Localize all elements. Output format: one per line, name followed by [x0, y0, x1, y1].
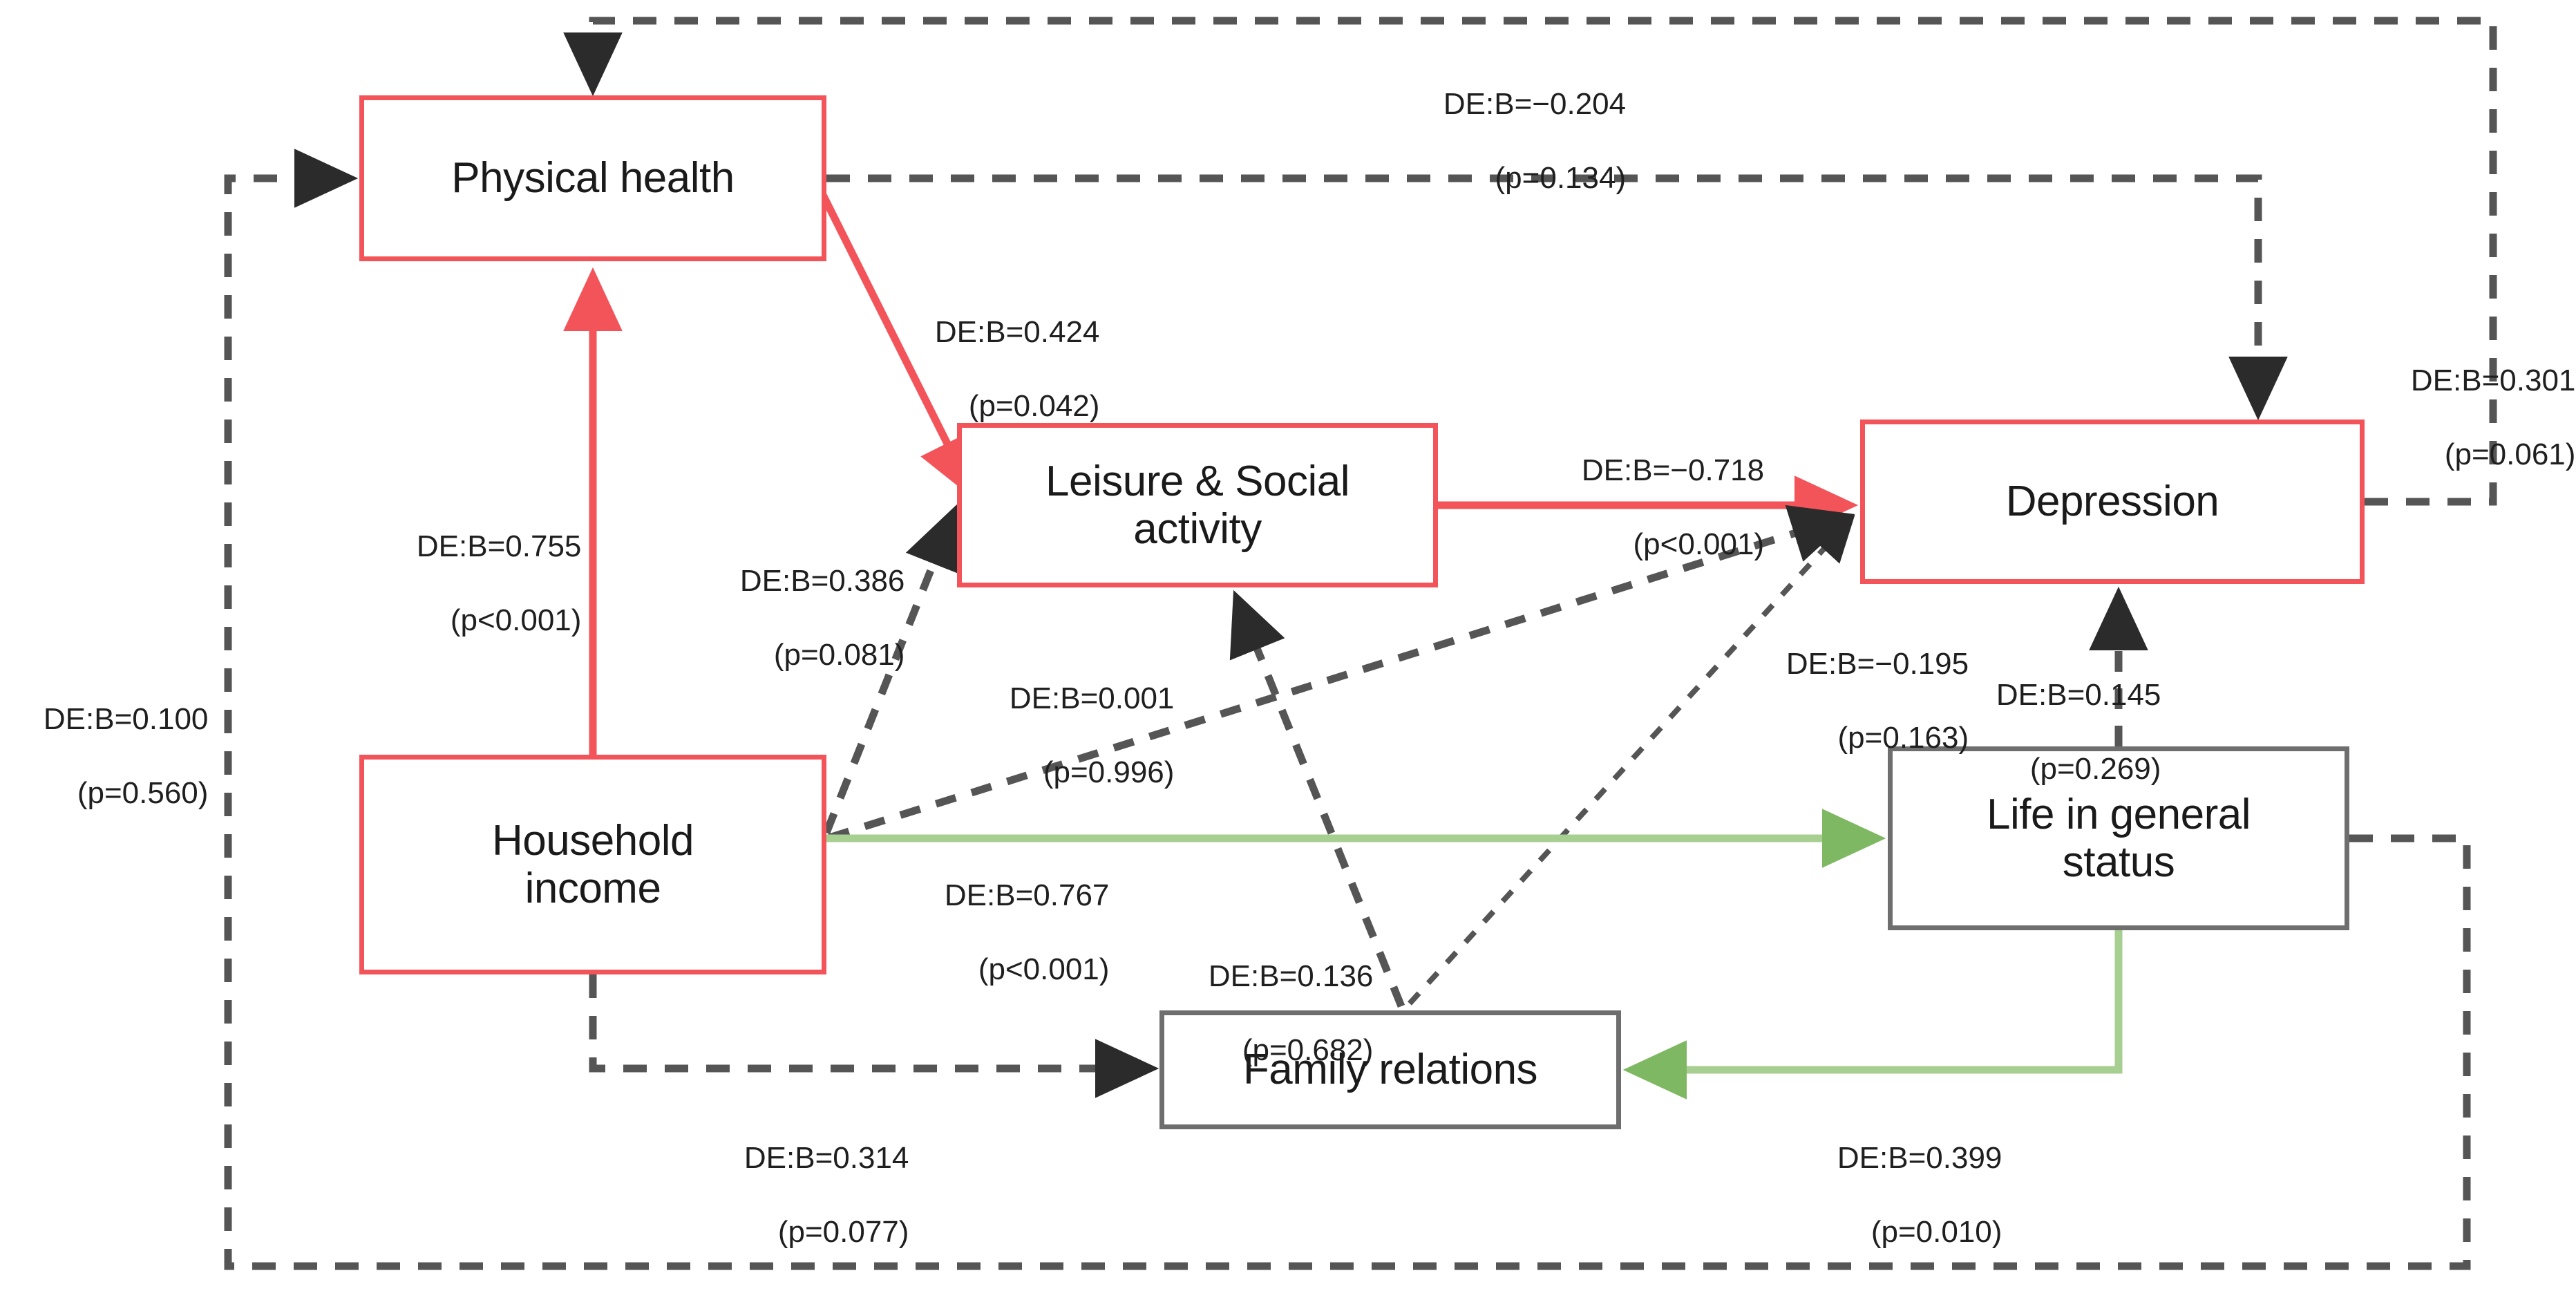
node-physical-health[interactable]: Physical health [359, 95, 826, 261]
edge-label-family-relations-to-leisure-social: DE:B=0.136 (p=0.682) [1208, 959, 1374, 1068]
node-household-income[interactable]: Household income [359, 755, 826, 974]
node-label-leisure-social-activity: Leisure & Social activity [1045, 457, 1350, 553]
node-family-relations[interactable]: Family relations [1159, 1010, 1621, 1129]
edge-label-household-income-to-depression: DE:B=0.001 (p=0.996) [1009, 681, 1175, 790]
node-depression[interactable]: Depression [1860, 420, 2365, 584]
edge-label-physical-health-to-leisure-social: DE:B=0.424 (p=0.042) [934, 314, 1100, 424]
edge-label-household-income-to-leisure-social: DE:B=0.386 (p=0.081) [739, 563, 905, 672]
edge-label-life-general-to-physical-health: DE:B=0.100 (p=0.560) [43, 701, 209, 811]
edge-label-household-income-to-family-relations: DE:B=0.314 (p=0.077) [744, 1140, 909, 1250]
edge-depression-to-physical-health [563, 17, 2497, 506]
node-label-physical-health: Physical health [451, 154, 735, 202]
edge-label-depression-to-physical-health: DE:B=−0.204 (p=0.134) [1443, 86, 1627, 196]
edge-label-household-income-to-physical-health: DE:B=0.755 (p<0.001) [416, 529, 582, 638]
edge-household-income-to-family-relations [589, 974, 1159, 1098]
edge-label-life-general-to-family-relations: DE:B=0.399 (p=0.010) [1837, 1140, 2002, 1250]
node-label-depression: Depression [2005, 478, 2219, 526]
edge-life-general-to-physical-health [224, 149, 2471, 1270]
edge-household-income-to-depression [828, 505, 1855, 842]
edge-life-general-to-family-relations [1622, 930, 2123, 1100]
edge-physical-health-to-depression [826, 174, 2288, 421]
edge-label-physical-health-to-depression: DE:B=0.301 (p=0.061) [2410, 363, 2576, 472]
node-label-life-in-general-status: Life in general status [1987, 790, 2251, 886]
edge-label-family-relations-to-depression: DE:B=−0.195 (p=0.163) [1786, 646, 1969, 755]
node-leisure-social-activity[interactable]: Leisure & Social activity [957, 423, 1438, 587]
node-label-family-relations: Family relations [1242, 1046, 1538, 1094]
edge-label-household-income-to-life-general: DE:B=0.767 (p<0.001) [944, 878, 1110, 987]
edge-physical-health-to-leisure-social [815, 185, 976, 500]
edge-label-leisure-social-to-depression: DE:B=−0.718 (p<0.001) [1581, 453, 1765, 562]
edge-label-life-general-to-depression: DE:B=0.145 (p=0.269) [1996, 677, 2161, 786]
node-life-in-general-status[interactable]: Life in general status [1888, 746, 2349, 930]
node-label-household-income: Household income [492, 816, 694, 912]
edge-household-income-to-leisure-social [822, 504, 961, 835]
